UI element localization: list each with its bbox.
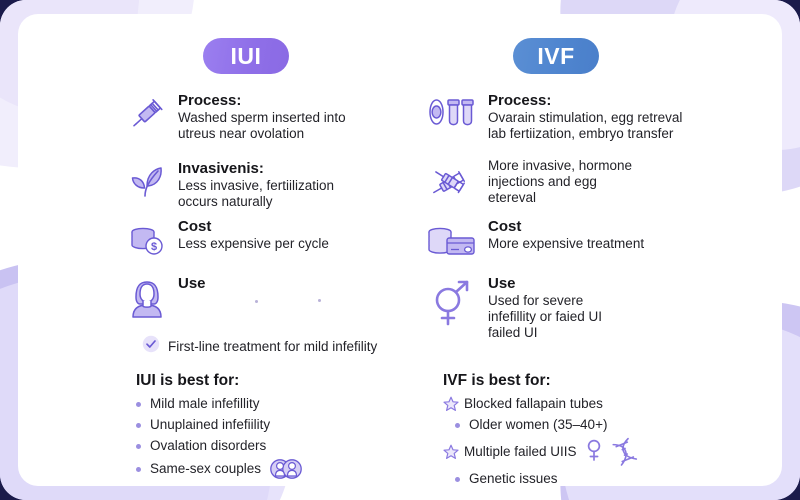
feature-line: utreus near ovolation <box>178 126 305 141</box>
ivf-best-for-block: IVF is best for: Blocked fallapain tubes… <box>443 372 647 490</box>
feature-row-iui-use: Use <box>124 275 424 319</box>
bullet-dot-icon <box>455 422 460 428</box>
leaf-icon <box>124 160 170 202</box>
header-pill-ivf-label: IVF <box>537 42 575 69</box>
list-item: Blocked fallapain tubes <box>443 394 647 414</box>
feature-line: occurs naturally <box>178 194 273 209</box>
egg-test-tubes-icon <box>424 92 480 134</box>
feature-line: Less expensive per cycle <box>178 236 329 251</box>
feature-line: etereval <box>488 190 537 205</box>
list-item: Same-sex couples <box>136 457 303 481</box>
list-item: Older women (35–40+) <box>443 415 647 435</box>
feature-body: More invasive, hormone injections and eg… <box>488 158 632 206</box>
feature-text: Invasivenis: Less invasive, fertiilizati… <box>170 160 334 210</box>
feature-line: Ovarain stimulation, egg retreval <box>488 110 683 125</box>
list-item: Multiple failed UIIS <box>443 436 647 468</box>
feature-text: Use Used for severe infefillity or faied… <box>480 275 602 341</box>
bullet-dot-icon <box>455 476 460 482</box>
feature-text: Cost More expensive treatment <box>480 218 644 252</box>
bullet-dot-icon <box>136 466 141 472</box>
feature-text: Process: Ovarain stimulation, egg retrev… <box>480 92 682 142</box>
feature-body: Less invasive, fertiilization occurs nat… <box>178 178 334 210</box>
iui-note-label: First-line treatment for mild infefility <box>168 339 378 354</box>
iui-best-for-list: Mild male infefillity Unuplained infefii… <box>136 394 303 481</box>
feature-row-ivf-use: Use Used for severe infefillity or faied… <box>424 275 744 341</box>
iui-note: First-line treatment for mild infefility <box>142 335 377 358</box>
list-item-label: Ovalation disorders <box>150 438 267 453</box>
ivf-best-for-list: Blocked fallapain tubes Older women (35–… <box>443 394 647 489</box>
artifact-dot <box>255 300 258 303</box>
feature-text: Process: Washed sperm inserted into utre… <box>170 92 346 142</box>
list-item: Ovalation disorders <box>136 436 303 456</box>
feature-body: Ovarain stimulation, egg retreval lab fe… <box>488 110 682 142</box>
coins-card-icon <box>424 218 480 260</box>
syringe-icon <box>124 92 170 134</box>
crossed-syringes-icon <box>424 158 480 204</box>
feature-title: Cost <box>178 218 212 235</box>
svg-text:$: $ <box>151 241 157 253</box>
feature-body: Washed sperm inserted into utreus near o… <box>178 110 346 142</box>
gender-symbol-icon <box>424 275 480 327</box>
feature-row-ivf-cost: Cost More expensive treatment <box>424 218 744 260</box>
bullet-dot-icon <box>136 443 141 449</box>
feature-line: Less invasive, fertiilization <box>178 178 335 193</box>
list-item-label: Same-sex couples <box>150 461 262 476</box>
star-icon <box>443 444 459 460</box>
list-item: Genetic issues <box>443 469 647 489</box>
coins-dollar-icon: $ <box>124 218 170 260</box>
couple-icon <box>269 457 303 481</box>
feature-row-iui-invasiveness: Invasivenis: Less invasive, fertiilizati… <box>124 160 424 210</box>
woman-avatar-icon <box>124 275 170 319</box>
feature-text: Use <box>170 275 206 293</box>
feature-title: Invasivenis: <box>178 160 264 177</box>
header-pill-iui: IUI <box>203 38 289 74</box>
header-pill-iui-label: IUI <box>230 42 262 69</box>
feature-title: Process: <box>488 92 552 109</box>
feature-title: Use <box>488 275 516 292</box>
iui-best-for-title: IUI is best for: <box>136 372 240 389</box>
feature-title: Use <box>178 275 206 292</box>
list-item-label: Multiple failed UIIS <box>464 444 577 459</box>
list-item: Mild male infefillity <box>136 394 303 414</box>
list-item-label: Blocked fallapain tubes <box>464 396 603 411</box>
list-item: Unuplained infefiility <box>136 415 303 435</box>
feature-line: More invasive, hormone <box>488 158 633 173</box>
bullet-dot-icon <box>136 422 141 428</box>
artifact-dot <box>318 299 321 302</box>
bullet-dot-icon <box>136 401 141 407</box>
list-item-label: Mild male infefillity <box>150 396 260 411</box>
ivf-best-for-title: IVF is best for: <box>443 372 551 389</box>
feature-row-iui-process: Process: Washed sperm inserted into utre… <box>124 92 424 142</box>
star-icon <box>443 396 459 412</box>
feature-line: Washed sperm inserted into <box>178 110 346 125</box>
feature-text: Cost Less expensive per cycle <box>170 218 329 252</box>
feature-title: Process: <box>178 92 242 109</box>
check-circle-icon <box>142 335 160 358</box>
feature-body: Less expensive per cycle <box>178 236 329 252</box>
header-pill-ivf: IVF <box>513 38 599 74</box>
feature-line: More expensive treatment <box>488 236 645 251</box>
list-item-label: Genetic issues <box>469 471 558 486</box>
iui-best-for-block: IUI is best for: Mild male infefillity U… <box>136 372 303 482</box>
list-item-label: Older women (35–40+) <box>469 417 608 432</box>
list-item-label: Unuplained infefiility <box>150 417 271 432</box>
feature-text: More invasive, hormone injections and eg… <box>480 158 632 206</box>
feature-row-ivf-invasiveness: More invasive, hormone injections and eg… <box>424 158 744 206</box>
feature-line: injections and egg <box>488 174 597 189</box>
feature-body: Used for severe infefillity or faied UI … <box>488 293 602 341</box>
feature-row-ivf-process: Process: Ovarain stimulation, egg retrev… <box>424 92 744 142</box>
feature-title: Cost <box>488 218 522 235</box>
feature-line: lab fertiization, embryo transfer <box>488 126 674 141</box>
feature-line: infefillity or faied UI <box>488 309 603 324</box>
venus-dna-icon <box>585 436 647 468</box>
feature-body: More expensive treatment <box>488 236 644 252</box>
feature-row-iui-cost: $ Cost Less expensive per cycle <box>124 218 424 260</box>
feature-line: failed UI <box>488 325 538 340</box>
feature-line: Used for severe <box>488 293 584 308</box>
